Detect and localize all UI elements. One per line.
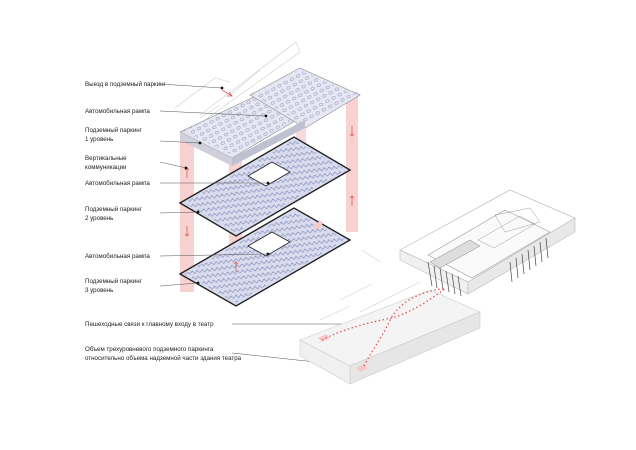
volume-entrance-left [314,220,322,230]
label-level2-line2: 2 уровень [85,215,113,222]
level1-slab [179,67,361,166]
label-level2-line1: Подземный паркинг [85,206,143,213]
label-level1-line2: 1 уровень [85,136,113,143]
label-ramp-top: Автомобильная рампа [85,108,150,115]
core-arrows [184,89,355,272]
label-ramp-mid: Автомобильная рампа [85,180,150,187]
theatre-building [399,189,576,297]
core-left [180,132,194,292]
label-level3-line1: Подземный паркинг [85,278,143,285]
core-right [346,92,358,232]
ground-terrain-bottom [319,249,421,321]
label-level1-line1: Подземный паркинг [85,127,143,134]
label-exit: Выезд в подземный паркинг [85,81,166,88]
label-vertical-line2: коммуникации [85,164,127,171]
label-volume-line1: Объем трехуровневого подземного паркинга [85,346,214,353]
underground-volume [299,220,481,385]
label-vertical-line1: Вертикальные [85,155,127,162]
label-pedestrian: Пешеходные связи к главному входу в теат… [85,321,214,328]
label-volume-line2: относительно объема надземной части здан… [85,355,242,362]
diagram-labels: Выезд в подземный паркинг Автомобильная … [85,81,242,362]
level2-slab [178,136,352,237]
label-ramp-bottom: Автомобильная рампа [85,253,150,260]
pedestrian-paths [321,287,447,367]
label-level3-line2: 3 уровень [85,287,113,294]
level3-slab [178,207,352,307]
ground-terrain-top [174,41,301,121]
